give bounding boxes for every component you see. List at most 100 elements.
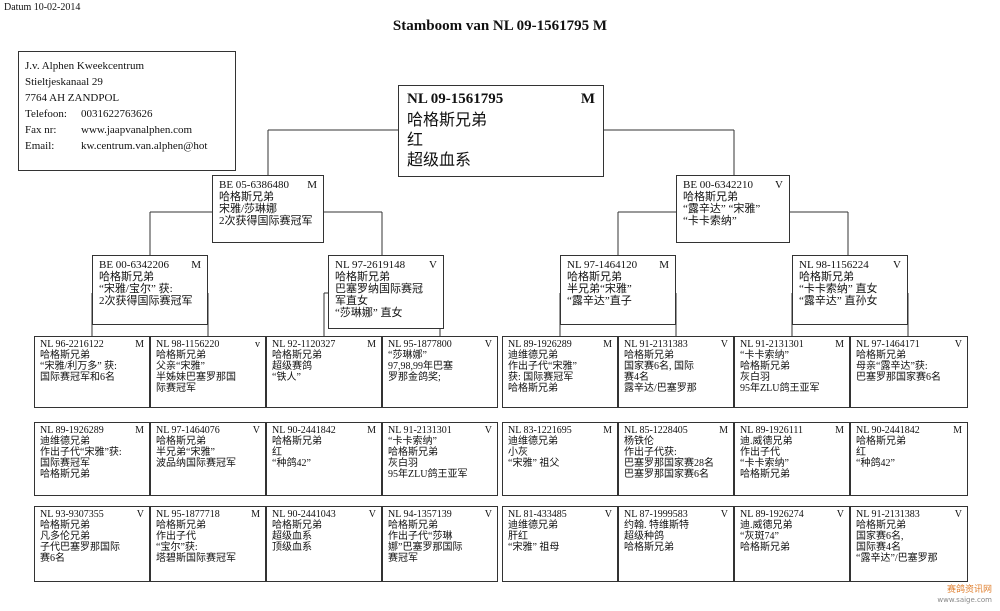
card-line: 2次获得国际赛冠军 [219,215,313,227]
card-line: 国家赛6名, 国际 [624,361,694,372]
ring-number: NL 94-1357139 [388,509,452,520]
card-line: 小灰 [508,447,528,458]
ring-number: NL 81-433485 [508,509,567,520]
card-line: 母亲“露辛达”获: [856,361,928,372]
card-line: 巴塞罗那国家赛28名 [624,458,714,469]
card-line: “莎琳娜” [388,350,427,361]
ring-number: NL 89-1926289 [40,425,104,436]
card-line: “宋雅/宝尔” 获: [99,283,173,295]
sex: V [368,509,376,520]
sex: M [835,425,844,436]
sex: V [954,509,962,520]
watermark-logo-text: 赛鸽资讯网 [946,585,992,595]
owner-fax-row: Fax nr: www.jaapvanalphen.com [25,124,193,136]
ring-number: NL 98-1156224 [799,259,869,271]
card-line: 红 [272,447,282,458]
card-line: “卡卡索纳” [683,215,737,227]
sex: M [251,509,260,520]
card-line: 作出子代 [156,531,196,542]
owner-street: Stieltjeskanaal 29 [25,76,103,88]
card-line: 红 [856,447,866,458]
card-line: “宋雅” 祖母 [508,542,560,553]
card-line: 哈格斯兄弟 [740,469,790,480]
sex: V [604,509,612,520]
card-line: 巴塞罗那国家赛6名 [624,469,709,480]
ring-number: NL 98-1156220 [156,339,220,350]
ancestor-card: NL 83-1221695 M 迪维德兄弟 小灰 “宋雅” 祖父 [502,422,618,496]
card-line: 97,98,99年巴塞 [388,361,453,372]
card-line: 军直女 [335,295,368,307]
sex: M [953,425,962,436]
card-line: 半兄弟“宋雅” [567,283,632,295]
card-line: “莎琳娜” 直女 [335,307,403,319]
ring-number: NL 89-1926111 [740,425,804,436]
watermark-url: www.saige.com [937,596,992,604]
card-line: 哈格斯兄弟 [740,361,790,372]
ring-number: NL 83-1221695 [508,425,572,436]
card-line: 顶级血系 [272,542,312,553]
ring-number: NL 90-2441043 [272,509,336,520]
card-line: 作出子代 [740,447,780,458]
card-line: 超级种鸽 [624,531,664,542]
card-line: “卡卡索纳” 直女 [799,283,878,295]
card-line: 哈格斯兄弟 [156,350,206,361]
card-line: 迪.威德兄弟 [740,520,793,531]
card-line: 哈格斯兄弟 [219,191,274,203]
card-line: 哈格斯兄弟 [40,350,90,361]
ring-number: NL 87-1999583 [624,509,688,520]
sex: V [484,509,492,520]
owner-postal-city: 7764 AH ZANDPOL [25,92,120,104]
sex: M [603,339,612,350]
card-line: 哈格斯兄弟 [272,436,322,447]
card-line: 95年ZLU鸽王亚军 [740,383,820,394]
ring-number: BE 00-6342206 [99,259,169,271]
sex: M [307,179,317,191]
card-line: 哈格斯兄弟 [856,520,906,531]
owner-phone-row: Telefoon: 0031622763626 [25,108,153,120]
page-title: Stamboom van NL 09-1561795 M [392,18,608,34]
sex: M [367,425,376,436]
sex: M [367,339,376,350]
card-line: 哈格斯兄弟 [99,271,154,283]
owner-email-link[interactable]: kw.centrum.van.alphen@hot [81,140,208,152]
card-line: 国际赛冠军 [40,458,90,469]
ring-number: NL 85-1228405 [624,425,688,436]
card-line: “露辛达” 直孙女 [799,295,878,307]
sex: M [191,259,201,271]
sex: M [603,425,612,436]
card-line: “宝尔”获: [156,542,198,553]
sex: V [429,259,437,271]
card-line: “铁人” [272,372,301,383]
ring-number: NL 95-1877718 [156,509,220,520]
card-line: 约翰. 特维斯特 [624,520,689,531]
sex: M [835,339,844,350]
card-line: 哈格斯兄弟 [624,350,674,361]
card-line: 宋雅/莎琳娜 [219,203,278,215]
card-line: 哈格斯兄弟 [508,383,558,394]
card-line: “宋雅” 祖父 [508,458,560,469]
sex: V [836,509,844,520]
ring-number: NL 97-1464120 [567,259,638,271]
card-line: 迪维德兄弟 [508,436,558,447]
card-line: 赛4名 [624,372,649,383]
sex: V [720,509,728,520]
card-line: 哈格斯兄弟 [740,542,790,553]
card-line: 巴塞罗那国家赛6名 [856,372,941,383]
owner-website-link[interactable]: www.jaapvanalphen.com [81,124,193,136]
sex: V [720,339,728,350]
